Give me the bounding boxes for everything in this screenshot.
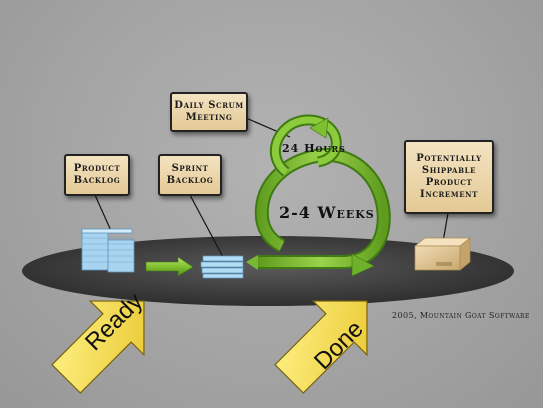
shippable-package-icon — [414, 237, 471, 271]
sprint-backlog-stack-icon — [200, 255, 244, 279]
ready-arrow[interactable] — [39, 274, 171, 406]
daily-cycle-label: 24 Hours — [282, 142, 346, 155]
flow-arrow-1 — [145, 256, 194, 277]
daily-scrum-box: Daily Scrum Meeting — [170, 92, 248, 132]
product-backlog-box: Product Backlog — [64, 154, 130, 196]
sprint-backlog-box: Sprint Backlog — [158, 154, 222, 196]
done-arrow[interactable] — [262, 274, 394, 406]
sprint-cycle-label: 2-4 Weeks — [279, 203, 375, 222]
daily-cycle-arrow — [269, 114, 342, 177]
process-disc — [22, 236, 514, 306]
sprint-cycle-arrow — [246, 147, 391, 277]
product-backlog-stack-icon — [81, 228, 135, 273]
copyright-text: 2005, Mountain Goat Software — [392, 311, 530, 320]
shippable-increment-box: Potentially Shippable Product Increment — [404, 140, 494, 214]
